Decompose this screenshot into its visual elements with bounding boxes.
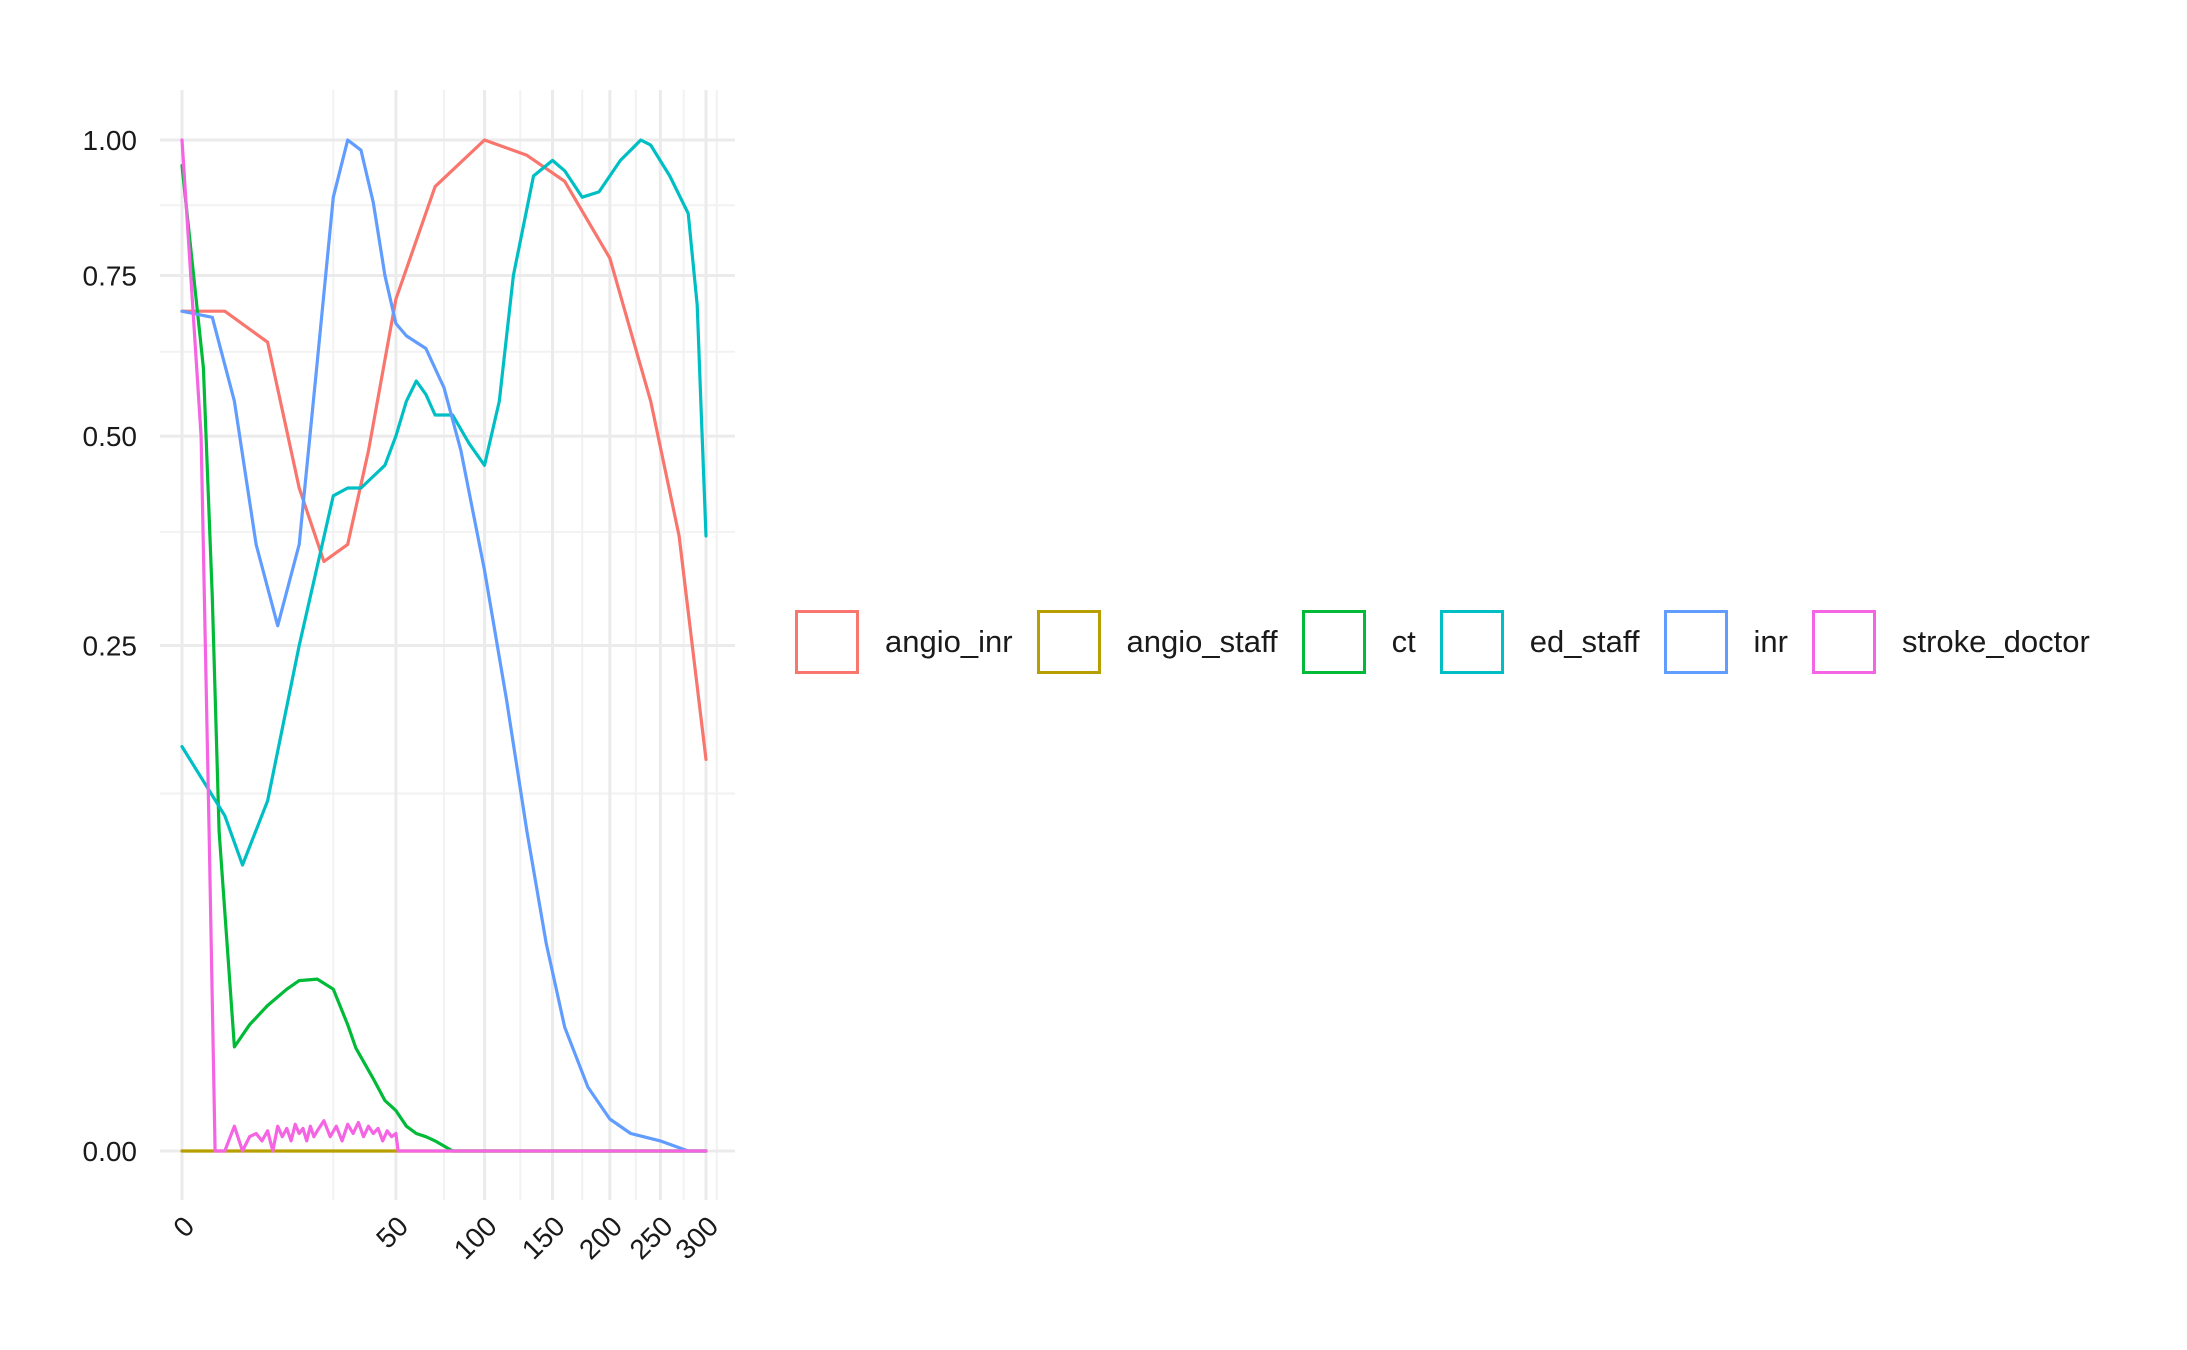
legend-key-swatch [1663, 610, 1728, 674]
legend-key-swatch [1439, 610, 1504, 674]
series-line-stroke-doctor [180, 138, 708, 1153]
legend-item-angio-inr: angio_inr [795, 610, 1013, 674]
legend-key-swatch [1812, 610, 1876, 674]
legend-key-swatch [795, 610, 859, 674]
y-tick-label: 0.00 [83, 1136, 138, 1167]
legend-item-ed-staff: ed_staff [1439, 610, 1640, 674]
y-tick-label: 0.75 [83, 260, 138, 291]
series-line-angio-inr [180, 138, 708, 762]
x-tick-label: 200 [573, 1210, 628, 1265]
y-tick-label: 0.50 [83, 421, 138, 452]
x-tick-label: 250 [624, 1210, 679, 1265]
series-line-ed-staff [180, 138, 708, 867]
legend-item-angio-staff: angio_staff [1036, 610, 1278, 674]
grid-layer [160, 90, 735, 1200]
series-line-inr [180, 138, 708, 1153]
legend-item-stroke-doctor: stroke_doctor [1812, 610, 2090, 674]
y-tick-label: 1.00 [83, 125, 138, 156]
legend-key-swatch [1036, 610, 1101, 674]
x-tick-label: 300 [669, 1210, 724, 1265]
x-tick-label: 150 [516, 1210, 571, 1265]
legend-label: angio_inr [885, 624, 1013, 659]
x-tick-label: 50 [370, 1210, 414, 1254]
x-tick-label: 100 [448, 1210, 503, 1265]
legend-label: angio_staff [1126, 624, 1278, 659]
legend-label: ct [1391, 624, 1416, 659]
legend-label: ed_staff [1529, 624, 1640, 659]
series-layer [180, 138, 708, 1153]
legend-item-inr: inr [1663, 610, 1788, 674]
series-line-ct [180, 164, 708, 1153]
legend-item-ct: ct [1301, 610, 1416, 674]
x-tick-label: 0 [167, 1210, 200, 1243]
legend-key-swatch [1301, 610, 1366, 674]
y-tick-label: 0.25 [83, 631, 138, 662]
legend-label: inr [1753, 624, 1788, 659]
legend: angio_inr angio_staff ct ed_staff inr stroke_… [795, 610, 2114, 674]
legend-label: stroke_doctor [1902, 624, 2090, 659]
